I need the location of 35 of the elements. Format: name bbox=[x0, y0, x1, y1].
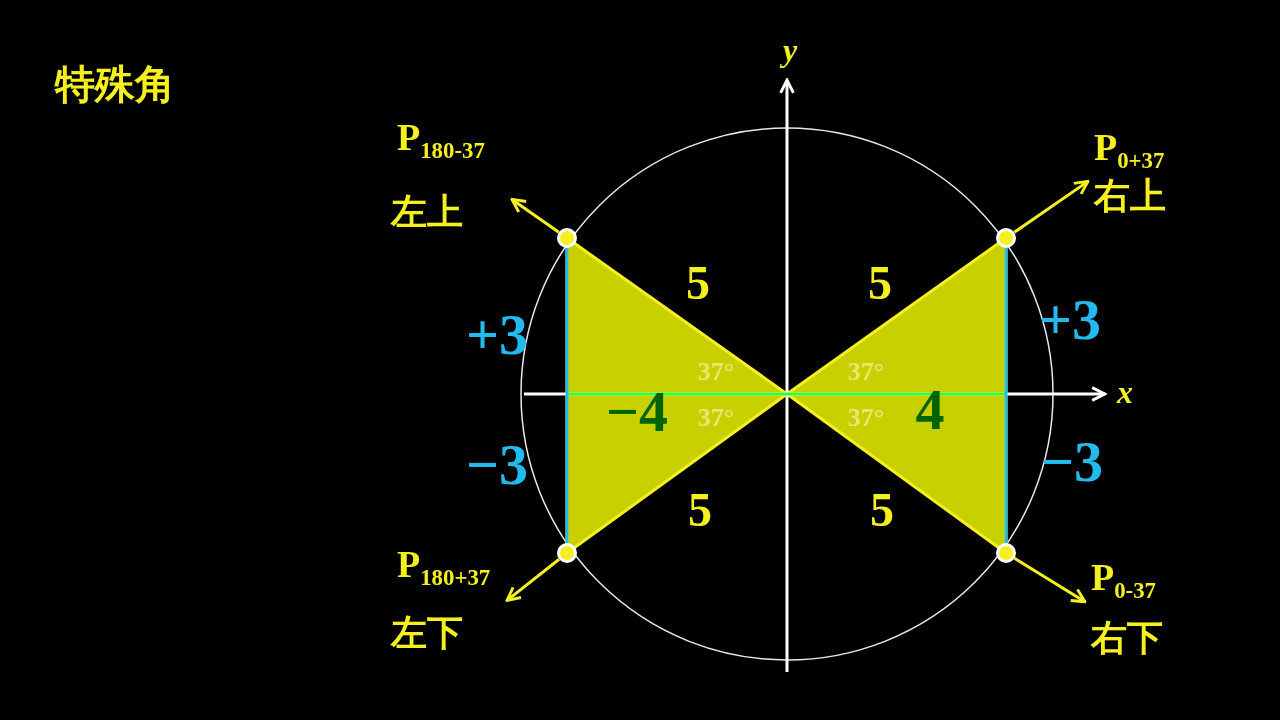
point-marker bbox=[996, 543, 1016, 563]
arrow bbox=[510, 197, 560, 234]
vertical-segment bbox=[1004, 248, 1008, 543]
axis-label: y bbox=[782, 34, 798, 66]
axis-label: x bbox=[1117, 376, 1133, 408]
side-length-label: 5 bbox=[868, 259, 892, 307]
coordinate-label: −4 bbox=[605, 383, 669, 441]
quadrant-label: 右上 bbox=[1094, 178, 1166, 214]
point-label: P$_{180+37}$ bbox=[397, 545, 491, 590]
side-length-label: 5 bbox=[686, 259, 710, 307]
side-length-label: 5 bbox=[688, 486, 712, 534]
arrow bbox=[505, 558, 561, 602]
title: 特殊角 bbox=[55, 64, 175, 104]
angle-label: 37° bbox=[847, 405, 885, 431]
quadrant-label: 右下 bbox=[1091, 620, 1163, 656]
angle-label: 37° bbox=[847, 359, 885, 385]
point-label: P$_{0+37}$ bbox=[1094, 128, 1165, 173]
arrow bbox=[1013, 556, 1087, 604]
angle-label: 37° bbox=[697, 405, 735, 431]
quadrant-label: 左下 bbox=[391, 615, 463, 651]
point-marker bbox=[996, 228, 1016, 248]
point-label: P$_{180-37}$ bbox=[397, 118, 485, 163]
coordinate-label: +3 bbox=[465, 306, 529, 364]
arrow bbox=[1013, 179, 1090, 234]
angle-label: 37° bbox=[697, 359, 735, 385]
point-marker bbox=[557, 543, 577, 563]
coordinate-label: −3 bbox=[1040, 433, 1104, 491]
side-length-label: 5 bbox=[870, 486, 894, 534]
quadrant-label: 左上 bbox=[391, 194, 463, 230]
coordinate-label: 4 bbox=[915, 381, 945, 439]
coordinate-label: −3 bbox=[465, 436, 529, 494]
point-label: P$_{0-37}$ bbox=[1091, 558, 1156, 603]
coordinate-label: +3 bbox=[1038, 291, 1102, 349]
point-marker bbox=[557, 228, 577, 248]
vertical-segment bbox=[565, 248, 569, 543]
